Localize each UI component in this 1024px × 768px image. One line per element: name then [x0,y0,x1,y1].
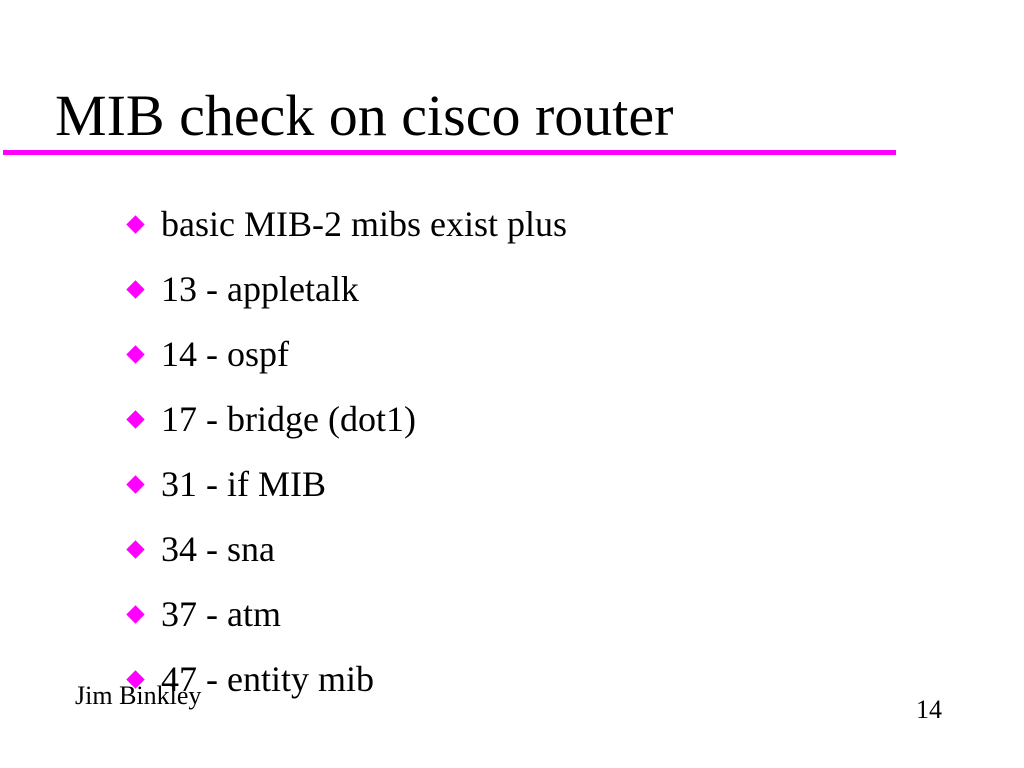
bullet-item: 13 - appletalk [125,257,567,322]
bullet-text: 14 - ospf [161,334,289,374]
bullet-text: 34 - sna [161,529,275,569]
diamond-bullet-icon [126,475,145,494]
bullet-text: 17 - bridge (dot1) [161,399,416,439]
diamond-bullet-icon [126,540,145,559]
diamond-bullet-icon [126,410,145,429]
bullet-text: 37 - atm [161,594,281,634]
bullet-item: 14 - ospf [125,322,567,387]
title-underline-rule [3,150,896,155]
bullet-item: 31 - if MIB [125,452,567,517]
diamond-bullet-icon [126,215,145,234]
bullet-item: 17 - bridge (dot1) [125,387,567,452]
diamond-bullet-icon [126,345,145,364]
footer-author: Jim Binkley [75,681,202,710]
slide-title: MIB check on cisco router [55,83,674,148]
bullet-text: basic MIB-2 mibs exist plus [161,204,567,244]
bullet-item: 34 - sna [125,517,567,582]
bullet-text: 31 - if MIB [161,464,326,504]
bullet-text: 13 - appletalk [161,269,359,309]
diamond-bullet-icon [126,280,145,299]
bullet-item: 47 - entity mib [125,647,567,712]
page-number: 14 [916,695,942,724]
bullet-item: basic MIB-2 mibs exist plus [125,192,567,257]
diamond-bullet-icon [126,605,145,624]
bullet-item: 37 - atm [125,582,567,647]
bullet-list: basic MIB-2 mibs exist plus 13 - appleta… [125,192,567,712]
bullet-text: 47 - entity mib [161,659,374,699]
